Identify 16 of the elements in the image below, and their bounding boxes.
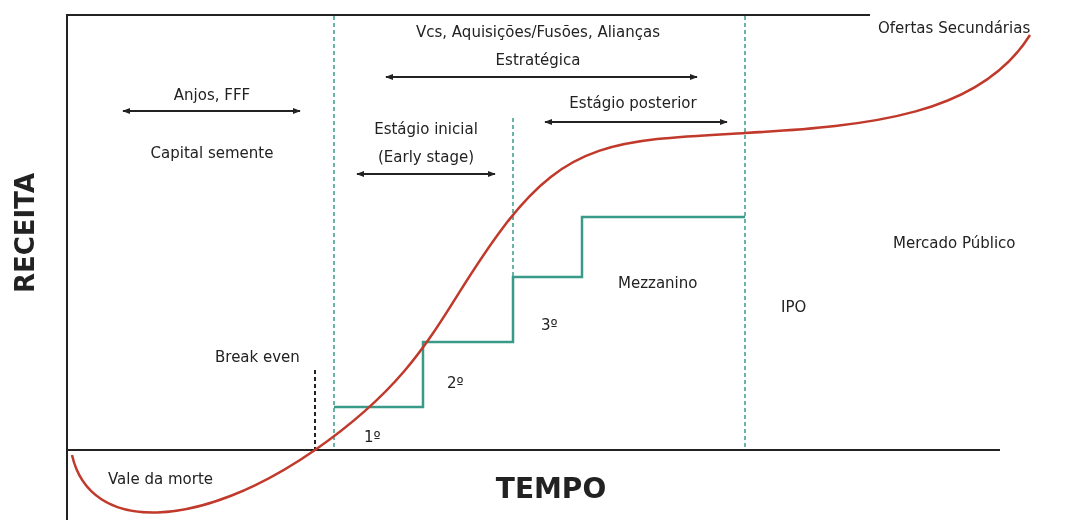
stage-label: Estágio inicial (Early stage) [373,119,479,168]
stage-label: Capital semente [149,143,275,164]
round-label: 1º [364,427,381,448]
axis-title: RECEITA [9,171,41,295]
stage-label: Ofertas Secundárias [878,18,1031,39]
axis-title: TEMPO [494,472,608,506]
region-label: Vale da morte [108,469,213,490]
round-label: 2º [447,373,464,394]
region-label: Mercado Público [893,233,1016,254]
stage-label: Vcs, Aquisições/Fusões, Alianças Estratégica [415,22,661,71]
stage-label: Anjos, FFF [172,85,252,106]
round-label: 3º [541,315,558,336]
region-label: Mezzanino [618,273,698,294]
stage-label: Estágio posterior [568,93,698,114]
region-label: IPO [781,297,807,318]
point-label: Break even [215,347,300,368]
